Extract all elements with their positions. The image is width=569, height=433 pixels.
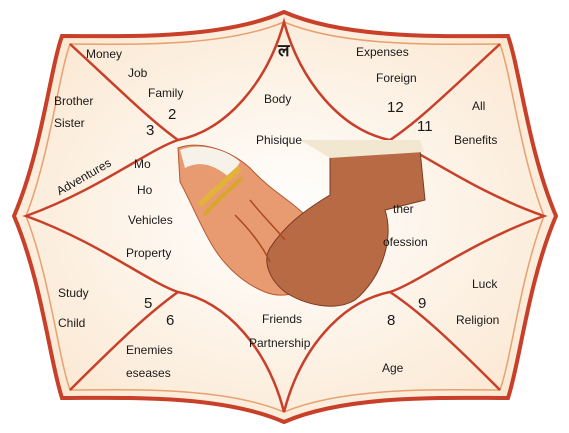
- house-2-label-2: Job: [128, 66, 148, 80]
- house-11-label-1: All: [472, 99, 486, 113]
- house-9-number: 9: [418, 295, 427, 312]
- house-1-label-2: Phisique: [256, 133, 303, 147]
- house-9-label-2: Religion: [456, 313, 500, 327]
- house-10-label-2: ofession: [383, 235, 428, 249]
- house-10-label-1: ther: [393, 202, 414, 216]
- house-11-label-2: Benefits: [454, 133, 498, 147]
- house-9-label-1: Luck: [472, 277, 498, 291]
- house-4-label-2: Ho: [137, 183, 153, 197]
- house-2-number: 2: [168, 106, 177, 123]
- house-7-label-1: Friends: [262, 312, 303, 326]
- house-12-label-1: Expenses: [356, 45, 409, 59]
- clasped-hands-photo: [177, 140, 426, 307]
- house-4-label-1: Mo: [134, 157, 151, 171]
- house-3-number: 3: [146, 122, 155, 139]
- house-8-label-1: Age: [382, 361, 404, 375]
- house-7-label-2: Partnership: [249, 336, 311, 350]
- house-6-label-1: Enemies: [126, 343, 173, 357]
- house-5-label-2: Child: [58, 316, 86, 330]
- house-3-label-2: Sister: [54, 116, 85, 130]
- lagna-symbol: ल: [278, 41, 290, 60]
- house-4-label-3: Vehicles: [128, 213, 173, 227]
- inner-diamond: [22, 17, 548, 417]
- house-1-label-1: Body: [264, 92, 292, 106]
- house-6-number: 6: [166, 312, 175, 329]
- house-2-label-3: Family: [148, 86, 184, 100]
- house-6-label-2: eseases: [126, 366, 171, 380]
- house-5-number: 5: [144, 295, 153, 312]
- house-8-number: 8: [387, 312, 396, 329]
- house-12-label-2: Foreign: [376, 71, 417, 85]
- house-4-label-4: Property: [126, 246, 172, 260]
- house-11-number: 11: [417, 118, 433, 135]
- house-3-label-1: Brother: [54, 94, 94, 108]
- house-12-number: 12: [387, 99, 404, 116]
- house-2-label-1: Money: [86, 47, 123, 61]
- house-5-label-1: Study: [58, 286, 89, 300]
